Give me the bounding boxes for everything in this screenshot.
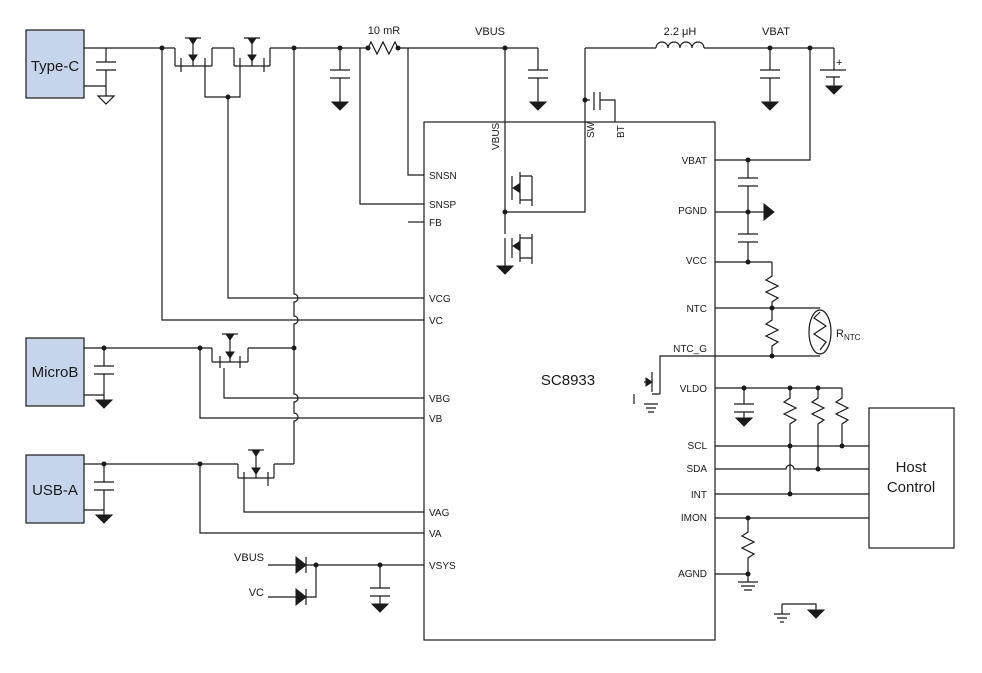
vsys-input: VBUS VC bbox=[234, 552, 424, 613]
pin-pgnd: PGND bbox=[678, 206, 707, 217]
pin-vag: VAG bbox=[429, 508, 450, 519]
pin-sda: SDA bbox=[686, 464, 707, 475]
pin-vbg: VBG bbox=[429, 394, 450, 405]
host-label-line2: Control bbox=[887, 479, 935, 496]
pin-scl: SCL bbox=[688, 441, 708, 452]
pin-ntc-g: NTC_G bbox=[673, 344, 707, 355]
usba-label: USB-A bbox=[32, 482, 78, 499]
pin-vldo: VLDO bbox=[680, 384, 707, 395]
vsys-vc-label: VC bbox=[249, 587, 264, 599]
chip-right-pins: VBAT PGND VCC NTC NTC_G VLDO SCL SDA INT… bbox=[673, 156, 707, 580]
rntc-label: RNTC bbox=[836, 328, 861, 342]
vbat-net-label: VBAT bbox=[762, 26, 790, 38]
left-bus-wiring bbox=[161, 48, 424, 464]
typec-ground bbox=[96, 95, 116, 105]
chip-name: SC8933 bbox=[541, 372, 595, 389]
pin-vb: VB bbox=[429, 414, 443, 425]
pin-vbat: VBAT bbox=[682, 156, 707, 167]
right-network: RNTC bbox=[633, 157, 869, 623]
pin-snsn: SNSN bbox=[429, 171, 457, 182]
sc8933-chip: SC8933 bbox=[423, 121, 716, 641]
sense-resistor bbox=[367, 40, 399, 56]
vsys-vbus-label: VBUS bbox=[234, 552, 264, 564]
pin-vcg: VCG bbox=[429, 294, 451, 305]
chip-left-pins: SNSN SNSP FB VCG VC VBG VB VAG VA VSYS bbox=[429, 171, 457, 572]
pin-vbus: VBUS bbox=[491, 122, 502, 150]
pin-vsys: VSYS bbox=[429, 561, 456, 572]
top-bus-wiring: 10 mR VBUS bbox=[84, 25, 548, 111]
inductor-label: 2.2 μH bbox=[664, 26, 697, 38]
power-stage: 2.2 μH VBAT + bbox=[495, 26, 846, 275]
typec-capacitor bbox=[96, 61, 116, 71]
pin-va: VA bbox=[429, 529, 442, 540]
pin-bt: BT bbox=[616, 125, 627, 138]
pin-snsp: SNSP bbox=[429, 200, 457, 211]
pin-sw: SW bbox=[586, 121, 597, 138]
pin-ntc: NTC bbox=[686, 304, 707, 315]
pin-agnd: AGND bbox=[678, 569, 707, 580]
microb-path bbox=[84, 333, 424, 419]
typec-connector: Type-C bbox=[25, 29, 85, 99]
pin-int: INT bbox=[691, 490, 707, 501]
rntc-thermistor bbox=[808, 309, 832, 355]
typec-label: Type-C bbox=[31, 58, 80, 75]
host-control-block: Host Control bbox=[868, 407, 955, 549]
pin-vcc: VCC bbox=[686, 256, 707, 267]
pin-fb: FB bbox=[429, 218, 442, 229]
microb-connector: MicroB bbox=[25, 337, 85, 407]
pin-imon: IMON bbox=[681, 513, 707, 524]
inductor bbox=[655, 41, 705, 49]
vbus-net-label: VBUS bbox=[475, 26, 505, 38]
microb-label: MicroB bbox=[32, 364, 79, 381]
battery-plus: + bbox=[836, 57, 842, 69]
usba-path bbox=[84, 449, 424, 534]
sense-resistor-label: 10 mR bbox=[368, 25, 400, 37]
usba-connector: USB-A bbox=[25, 454, 85, 524]
host-label-line1: Host bbox=[896, 459, 928, 476]
sense-traces bbox=[359, 48, 424, 223]
pin-vc: VC bbox=[429, 316, 443, 327]
chip-top-pins: VBUS SW BT bbox=[491, 121, 627, 150]
